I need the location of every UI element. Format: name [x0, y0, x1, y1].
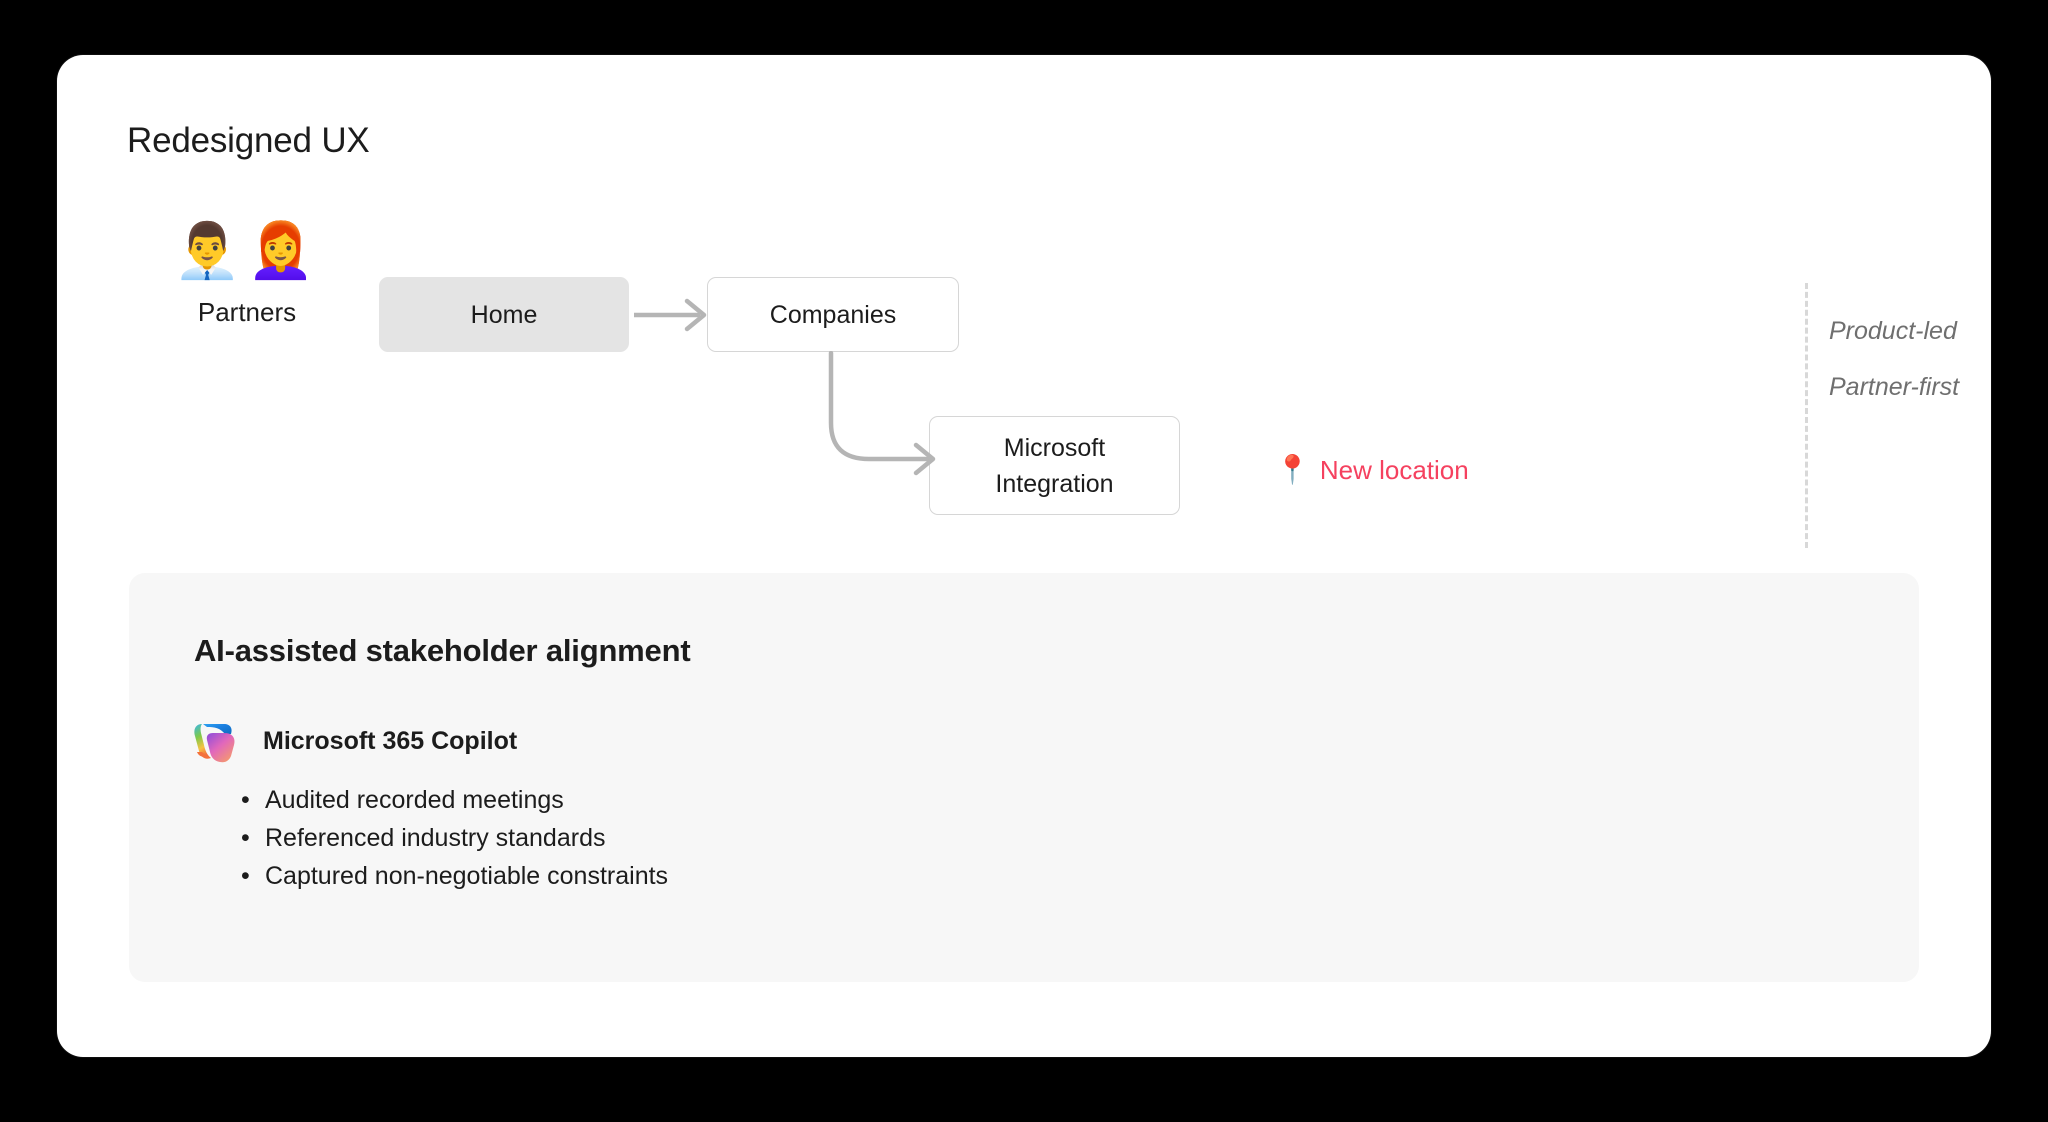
flow-node-home[interactable]: Home: [379, 277, 629, 352]
copilot-bullet-list: Audited recorded meetings Referenced ind…: [189, 781, 929, 895]
flow-node-microsoft-integration-label-line2: Integration: [995, 469, 1114, 498]
new-location-label: New location: [1319, 454, 1469, 485]
partners-label: Partners: [197, 297, 297, 327]
partners-avatar-icons: 👨‍💼👩‍🦰: [173, 221, 321, 281]
copilot-name: Microsoft 365 Copilot: [263, 726, 518, 755]
partners-group: 👨‍💼👩‍🦰 Partners: [127, 219, 367, 328]
copilot-block: Microsoft 365 Copilot Audited recorded m…: [189, 713, 929, 895]
side-note-product-led: Product-led: [1829, 317, 1957, 345]
arrow-companies-to-microsoft-integration-icon: [828, 351, 936, 476]
slide-card: Redesigned UX 👨‍💼👩‍🦰 Partners Home Compa…: [57, 55, 1991, 1057]
list-item: Audited recorded meetings: [241, 781, 929, 819]
side-note-partner-first: Partner-first: [1829, 373, 1960, 401]
arrow-home-to-companies-icon: [634, 298, 707, 332]
dashed-divider: [1805, 283, 1808, 548]
flow-node-companies[interactable]: Companies: [707, 277, 959, 352]
flow-node-microsoft-integration[interactable]: Microsoft Integration: [929, 416, 1180, 515]
page-title: Redesigned UX: [127, 121, 370, 160]
map-pin-icon: 📍: [1275, 454, 1310, 485]
list-item: Referenced industry standards: [241, 819, 929, 857]
ai-alignment-panel: AI-assisted stakeholder alignment: [129, 573, 1919, 982]
flow-node-home-label: Home: [470, 300, 538, 329]
flow-node-microsoft-integration-label-line1: Microsoft: [1003, 433, 1106, 462]
flow-node-companies-label: Companies: [769, 300, 897, 329]
copilot-header: Microsoft 365 Copilot: [189, 713, 929, 769]
list-item: Captured non-negotiable constraints: [241, 857, 929, 895]
new-location-callout: 📍 New location: [1275, 453, 1469, 487]
ai-panel-title: AI-assisted stakeholder alignment: [194, 633, 691, 668]
microsoft-copilot-logo-icon: [194, 724, 235, 763]
